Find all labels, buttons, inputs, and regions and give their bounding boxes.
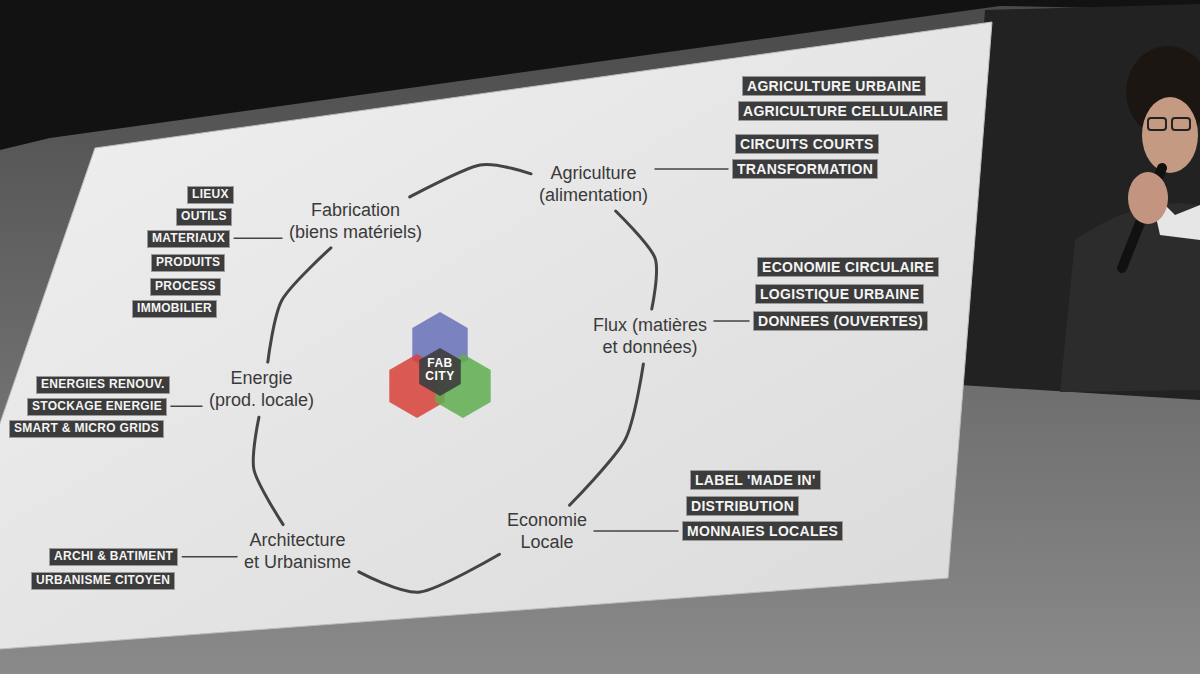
text-line: Agriculture bbox=[539, 163, 648, 185]
tag-leader bbox=[234, 237, 282, 239]
text-line: (prod. locale) bbox=[209, 390, 314, 412]
topic-tag: ENERGIES RENOUV. bbox=[36, 376, 170, 394]
tag-text: PROCESS bbox=[155, 279, 216, 295]
text-line: CITY bbox=[425, 370, 454, 383]
pillar-label: Energie (prod. locale) bbox=[206, 367, 317, 412]
projected-slide bbox=[0, 22, 992, 655]
tag-text: ENERGIES RENOUV. bbox=[41, 377, 165, 393]
tag-text: PRODUITS bbox=[156, 255, 220, 271]
topic-tag: OUTILS bbox=[176, 208, 232, 226]
pillar-text: Agriculture (alimentation) bbox=[539, 163, 648, 206]
topic-tag: IMMOBILIER bbox=[132, 300, 217, 318]
text-line: (alimentation) bbox=[539, 185, 648, 207]
tag-text: MATERIAUX bbox=[152, 231, 225, 247]
topic-tag: ARCHI & BATIMENT bbox=[49, 548, 178, 566]
ring-arc bbox=[616, 211, 657, 309]
tag-text: OUTILS bbox=[181, 209, 227, 225]
fab-city-logo: FAB CITY bbox=[380, 302, 500, 438]
tag-leader bbox=[655, 168, 728, 170]
center-hexagon bbox=[419, 348, 461, 396]
tag-text: IMMOBILIER bbox=[137, 301, 212, 317]
ring-arc bbox=[268, 248, 331, 362]
ring-arc bbox=[359, 554, 500, 592]
tag-text: SMART & MICRO GRIDS bbox=[14, 421, 159, 437]
topic-tag: SMART & MICRO GRIDS bbox=[9, 420, 164, 438]
pillar-label: Economie Locale bbox=[504, 509, 590, 554]
pillar-text: Economie Locale bbox=[507, 510, 587, 553]
topic-tag: MATERIAUX bbox=[147, 230, 230, 248]
text-line: Locale bbox=[507, 532, 587, 554]
topic-tag: PROCESS bbox=[150, 278, 221, 296]
speaker-hand bbox=[1128, 172, 1168, 224]
pillar-text: Flux (matières et données) bbox=[593, 315, 707, 358]
speaker-glasses bbox=[1172, 118, 1190, 130]
pillar-label: Agriculture (alimentation) bbox=[536, 162, 651, 207]
ring-arc bbox=[410, 164, 531, 196]
topic-tag: AGRICULTURE CELLULAIRE bbox=[738, 101, 948, 121]
pillar-label: Fabrication (biens matériels) bbox=[286, 199, 425, 244]
topic-tag: CIRCUITS COURTS bbox=[735, 134, 879, 154]
pillar-text: Energie (prod. locale) bbox=[209, 368, 314, 411]
topic-tag: LABEL 'MADE IN' bbox=[690, 470, 821, 490]
topic-tag: MONNAIES LOCALES bbox=[682, 521, 843, 541]
tag-text: ECONOMIE CIRCULAIRE bbox=[762, 258, 934, 276]
topic-tag: ECONOMIE CIRCULAIRE bbox=[757, 257, 939, 277]
text-line: Fabrication bbox=[289, 200, 422, 222]
topic-tag: STOCKAGE ENERGIE bbox=[27, 398, 167, 416]
pillar-label: Architecture et Urbanisme bbox=[241, 529, 354, 574]
tag-text: TRANSFORMATION bbox=[737, 160, 873, 178]
tag-text: CIRCUITS COURTS bbox=[740, 135, 874, 153]
text-line: FAB bbox=[425, 357, 454, 370]
tag-text: LOGISTIQUE URBAINE bbox=[760, 285, 919, 303]
topic-tag: DISTRIBUTION bbox=[686, 496, 799, 516]
tag-text: DONNEES (OUVERTES) bbox=[758, 312, 923, 330]
topic-tag: LIEUX bbox=[187, 186, 234, 204]
pillar-label: Flux (matières et données) bbox=[590, 314, 710, 359]
topic-tag: URBANISME CITOYEN bbox=[31, 572, 175, 590]
topic-tag: PRODUITS bbox=[151, 254, 225, 272]
speaker-face bbox=[1142, 97, 1198, 173]
pillar-text: Fabrication (biens matériels) bbox=[289, 200, 422, 243]
tag-text: STOCKAGE ENERGIE bbox=[32, 399, 162, 415]
text-line: Economie bbox=[507, 510, 587, 532]
tag-text: LABEL 'MADE IN' bbox=[695, 471, 816, 489]
topic-tag: TRANSFORMATION bbox=[732, 159, 878, 179]
topic-tag: AGRICULTURE URBAINE bbox=[742, 76, 926, 96]
tag-text: DISTRIBUTION bbox=[691, 497, 794, 515]
topic-tag: DONNEES (OUVERTES) bbox=[753, 311, 928, 331]
ring-arc bbox=[253, 417, 283, 524]
tag-text: AGRICULTURE URBAINE bbox=[747, 77, 921, 95]
text-line: Architecture bbox=[244, 530, 351, 552]
tag-text: AGRICULTURE CELLULAIRE bbox=[743, 102, 943, 120]
tag-leader bbox=[182, 556, 237, 558]
text-line: et Urbanisme bbox=[244, 552, 351, 574]
topic-tag: LOGISTIQUE URBAINE bbox=[755, 284, 924, 304]
text-line: Flux (matières bbox=[593, 315, 707, 337]
logo-text: FAB CITY bbox=[425, 357, 454, 382]
tag-text: URBANISME CITOYEN bbox=[36, 573, 170, 589]
tag-text: MONNAIES LOCALES bbox=[687, 522, 838, 540]
tag-leader bbox=[171, 405, 202, 407]
tag-text: LIEUX bbox=[192, 187, 229, 203]
text-line: et données) bbox=[593, 337, 707, 359]
ring-arc bbox=[569, 364, 643, 505]
tag-leader bbox=[594, 530, 678, 532]
speaker-glasses bbox=[1148, 118, 1166, 130]
text-line: (biens matériels) bbox=[289, 222, 422, 244]
tag-text: ARCHI & BATIMENT bbox=[54, 549, 173, 565]
pillar-text: Architecture et Urbanisme bbox=[244, 530, 351, 573]
tag-leader bbox=[714, 320, 749, 322]
text-line: Energie bbox=[209, 368, 314, 390]
